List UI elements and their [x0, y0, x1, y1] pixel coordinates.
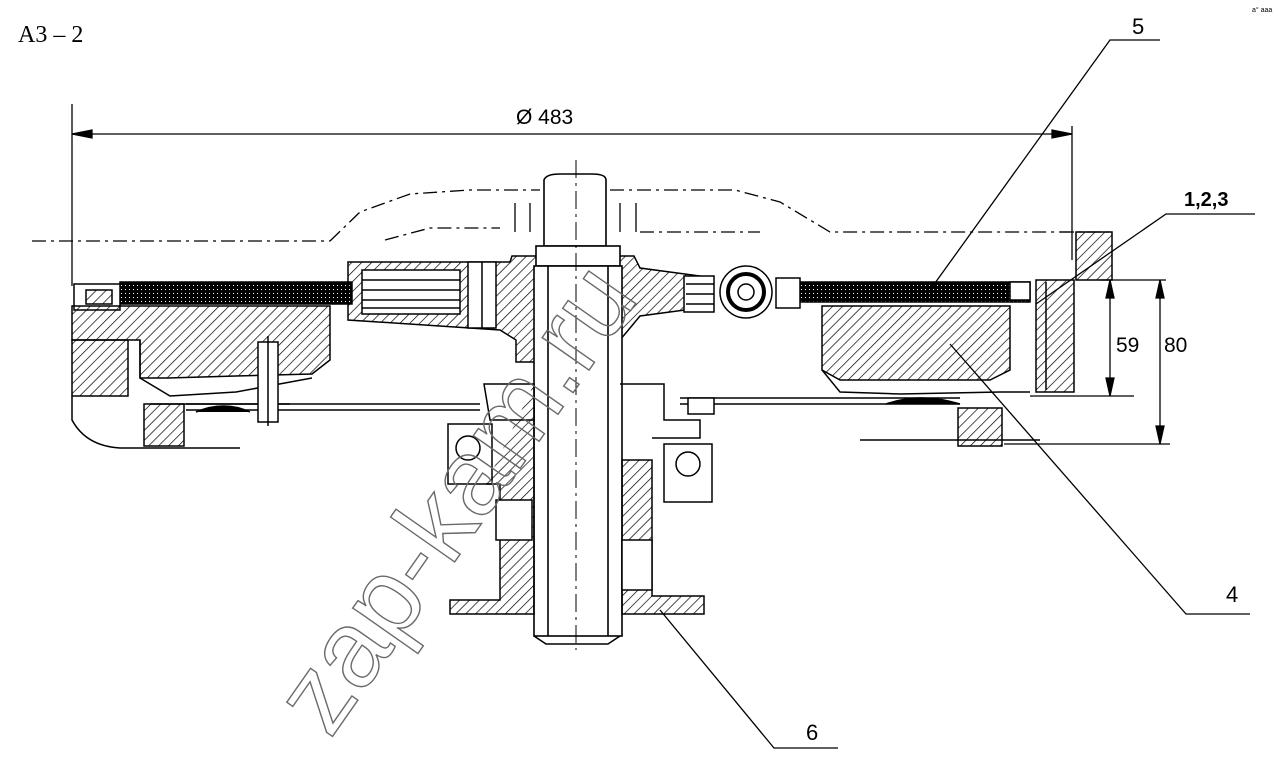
pressure-plate-right [821, 305, 1040, 447]
height-dimensions [1004, 279, 1170, 445]
spline-marks [514, 203, 637, 232]
hidden-outline [32, 189, 1110, 242]
corner-mark: a° aaa [1252, 6, 1272, 14]
release-rod [186, 336, 961, 426]
diameter-dimension [71, 104, 1073, 286]
callout-5-label: 5 [1132, 14, 1144, 39]
callout-4-label: 4 [1226, 582, 1238, 607]
input-shaft [533, 160, 623, 650]
pressure-plate-left [71, 305, 331, 449]
height-59-label: 59 [1116, 334, 1139, 357]
bearing-housing [447, 383, 715, 615]
callout-123-label: 1,2,3 [1184, 189, 1228, 211]
height-80-label: 80 [1164, 334, 1187, 357]
outer-ring-right [1035, 231, 1113, 393]
diameter-label: Ø 483 [516, 106, 573, 129]
callout-6-label: 6 [806, 720, 818, 745]
leader-lines [659, 39, 1255, 749]
drawing-id: A3 – 2 [18, 22, 83, 48]
